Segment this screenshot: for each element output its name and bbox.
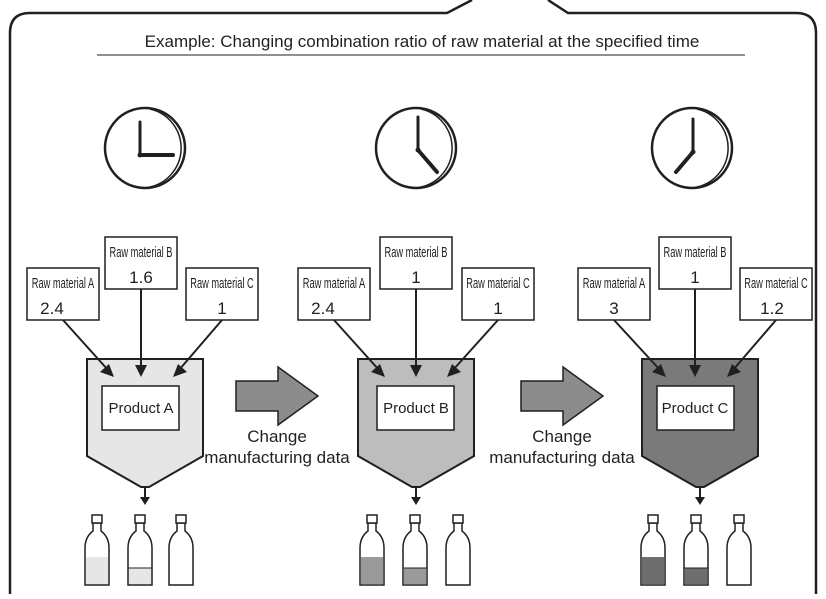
bottle-3 [726,514,752,586]
panel-1: Raw material A 2.4 Raw material B 1.6 Ra… [26,106,259,586]
flow-arrow-a [613,319,661,371]
raw-material-c-value: 1 [493,299,502,318]
raw-material-b-label: Raw material B [384,244,447,261]
flow-arrow-c [178,319,223,371]
raw-material-c-label: Raw material C [466,275,530,292]
raw-material-b-box [379,236,453,290]
raw-material-a-box [297,267,371,321]
transition-1-line1: Change [247,427,307,446]
raw-material-a-label: Raw material A [583,275,646,292]
product-label: Product B [383,400,449,417]
clock-icon [374,106,458,190]
raw-material-c-box [461,267,535,321]
bottle-2 [127,514,153,586]
product-label: Product C [662,400,729,417]
bottle-1 [359,514,385,586]
raw-material-b-box [658,236,732,290]
transition-2-line2: manufacturing data [489,448,635,467]
raw-material-a-label: Raw material A [303,275,366,292]
raw-material-a-box [26,267,100,321]
raw-material-a-value: 2.4 [311,299,335,318]
flow-arrow-a [333,319,380,371]
outer-frame [8,0,818,594]
raw-material-a-box [577,267,651,321]
raw-material-c-value: 1.2 [760,299,784,318]
product-box [101,385,180,431]
clock-hour-hand [674,150,695,174]
transition-arrow-2 [520,365,605,427]
bottle-2 [683,514,709,586]
clock-hour-hand [416,148,439,174]
raw-material-b-value: 1 [690,268,699,287]
product-label: Product A [108,400,173,417]
bottle-1 [84,514,110,586]
flow-arrow-a [62,319,109,371]
raw-material-c-value: 1 [217,299,226,318]
flow-arrow-c [732,319,777,371]
transition-arrow-1 [235,365,320,427]
raw-material-b-label: Raw material B [663,244,726,261]
raw-material-b-value: 1 [411,268,420,287]
product-box [376,385,455,431]
bottle-2 [402,514,428,586]
bottle-3 [445,514,471,586]
raw-material-a-value: 3 [609,299,618,318]
panel-3: Raw material A 3 Raw material B 1 Raw ma… [577,106,813,586]
clock-icon [103,106,187,190]
raw-material-c-label: Raw material C [744,275,808,292]
caption-text: Example: Changing combination ratio of r… [145,32,700,51]
raw-material-b-label: Raw material B [109,244,172,261]
transition-2-line1: Change [532,427,592,446]
raw-material-a-label: Raw material A [32,275,95,292]
raw-material-a-value: 2.4 [40,299,64,318]
flow-arrow-c [452,319,499,371]
bottle-1 [640,514,666,586]
raw-material-b-value: 1.6 [129,268,153,287]
transition-1-line2: manufacturing data [204,448,350,467]
bottle-3 [168,514,194,586]
product-box [656,385,735,431]
raw-material-c-label: Raw material C [190,275,254,292]
clock-icon [650,106,734,190]
raw-material-c-box [739,267,813,321]
panel-2: Raw material A 2.4 Raw material B 1 Raw … [297,106,535,586]
